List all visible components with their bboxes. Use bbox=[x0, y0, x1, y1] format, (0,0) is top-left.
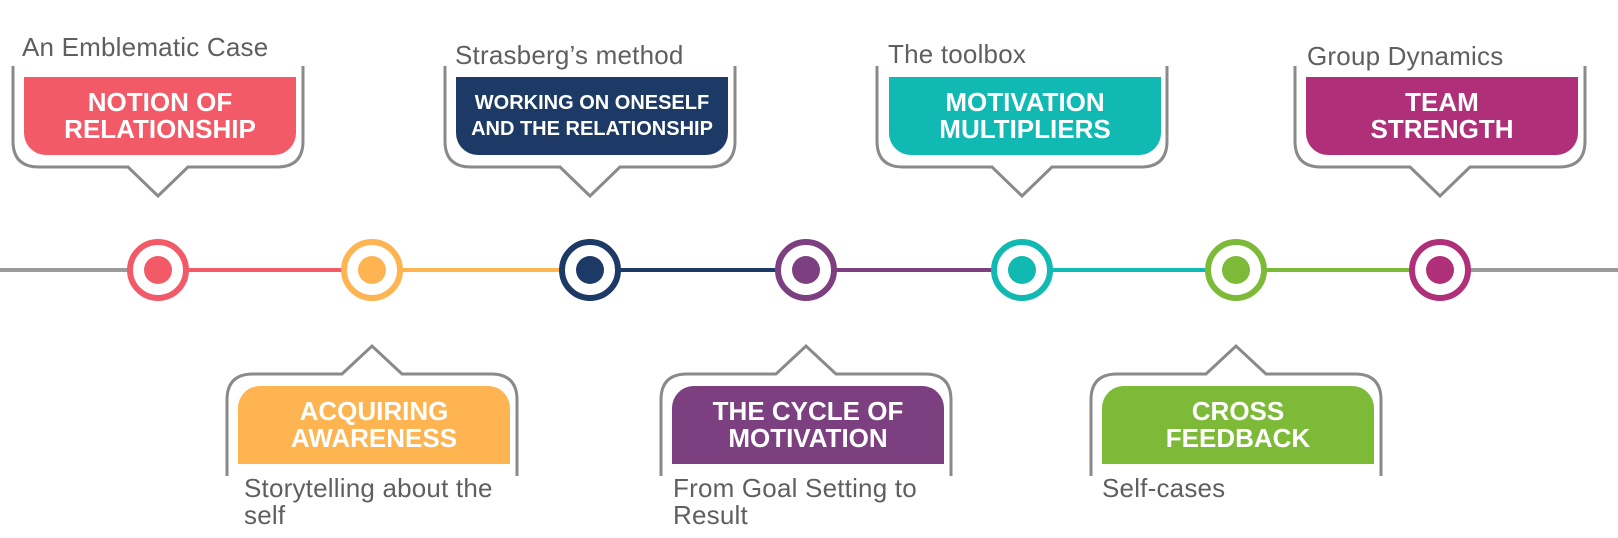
milestone-3-title: WORKING ON ONESELF AND THE RELATIONSHIP bbox=[471, 92, 713, 140]
milestone-1-node-dot bbox=[144, 256, 172, 284]
milestone-4-node-dot bbox=[792, 256, 820, 284]
milestone-2-node-dot bbox=[358, 256, 386, 284]
milestone-5-node-dot bbox=[1008, 256, 1036, 284]
milestone-7-title-box: TEAM STRENGTH bbox=[1306, 77, 1578, 155]
milestone-7-caption: Group Dynamics bbox=[1307, 41, 1504, 71]
milestone-1-caption: An Emblematic Case bbox=[22, 32, 269, 62]
milestone-1-title-box: NOTION OF RELATIONSHIP bbox=[24, 77, 296, 155]
milestone-4-callout-outline bbox=[659, 343, 953, 476]
milestone-5-caption: The toolbox bbox=[888, 39, 1027, 69]
milestone-3-node-dot bbox=[576, 256, 604, 284]
milestone-2-callout-outline bbox=[225, 343, 519, 476]
milestone-7-callout-outline bbox=[1293, 66, 1587, 199]
milestone-3-caption: Strasberg’s method bbox=[455, 40, 684, 70]
milestone-3-callout-outline bbox=[443, 66, 737, 199]
milestone-6-title: CROSS FEEDBACK bbox=[1165, 396, 1311, 453]
milestone-6-callout-outline bbox=[1089, 343, 1383, 476]
milestone-4-title-box: THE CYCLE OF MOTIVATION bbox=[672, 386, 944, 464]
milestone-5-title: MOTIVATION MULTIPLIERS bbox=[939, 87, 1111, 144]
milestone-1-title: NOTION OF RELATIONSHIP bbox=[64, 87, 256, 144]
milestone-6-caption: Self-cases bbox=[1102, 473, 1226, 503]
milestone-6-node-dot bbox=[1222, 256, 1250, 284]
milestone-5-callout-outline bbox=[875, 66, 1169, 199]
milestone-2-title-box: ACQUIRING AWARENESS bbox=[238, 386, 510, 464]
milestone-5-title-box: MOTIVATION MULTIPLIERS bbox=[889, 77, 1161, 155]
milestone-2-caption: Storytelling about the self bbox=[244, 473, 493, 530]
milestone-1-callout-outline bbox=[11, 66, 305, 199]
milestone-4-title: THE CYCLE OF MOTIVATION bbox=[712, 396, 904, 453]
milestone-4-caption: From Goal Setting to Result bbox=[673, 473, 917, 530]
milestone-6-title-box: CROSS FEEDBACK bbox=[1102, 386, 1374, 464]
milestone-7-node-dot bbox=[1426, 256, 1454, 284]
milestone-3-title-box: WORKING ON ONESELF AND THE RELATIONSHIP bbox=[456, 77, 728, 155]
milestone-7-title: TEAM STRENGTH bbox=[1370, 87, 1514, 144]
milestone-2-title: ACQUIRING AWARENESS bbox=[290, 396, 458, 453]
